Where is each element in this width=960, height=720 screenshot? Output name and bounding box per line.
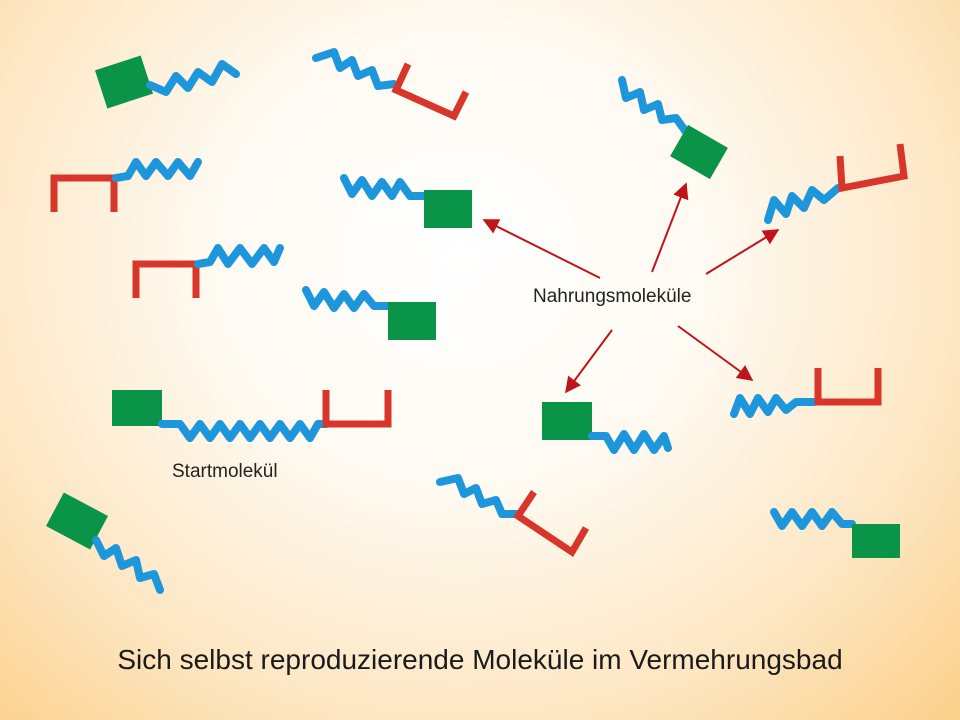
molecule-green-3: [340, 174, 472, 228]
molecule-green-6: [46, 492, 164, 594]
caption: Sich selbst reproduzierende Moleküle im …: [117, 644, 843, 675]
molecule-green-4: [302, 286, 436, 340]
molecule-red-1: [312, 48, 470, 121]
food-arrows: [482, 182, 780, 394]
molecule-red-3: [764, 143, 908, 224]
molecule-green-5: [542, 402, 672, 454]
molecule-red-5: [730, 368, 882, 418]
molecule-green-1: [94, 55, 240, 109]
molecule-red-6: [436, 474, 590, 557]
arrow-to-green-2: [651, 182, 689, 273]
arrow-to-green-5: [565, 329, 613, 394]
start-molecule-label: Startmolekül: [172, 461, 278, 482]
food-molecules-label: Nahrungsmoleküle: [533, 286, 692, 307]
arrow-to-red-5: [677, 325, 754, 381]
molecule-green-7: [770, 508, 900, 558]
molecule-red-4: [132, 244, 284, 298]
arrow-to-green-3: [482, 219, 601, 279]
molecule-green-2: [618, 76, 728, 180]
molecule-red-2: [50, 158, 202, 212]
arrow-to-red-3: [705, 229, 780, 275]
start-molecule: [112, 390, 392, 442]
